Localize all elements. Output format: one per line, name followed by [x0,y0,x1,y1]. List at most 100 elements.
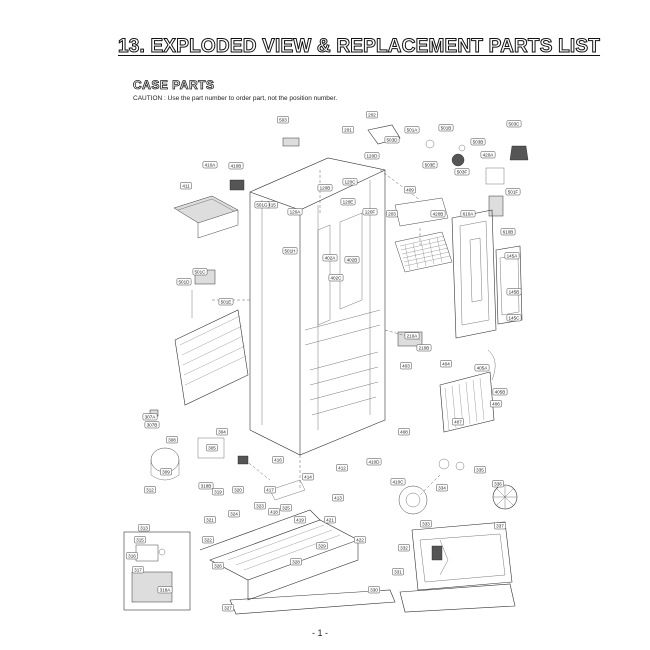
condenser-assembly [397,331,496,433]
compressor-assembly [149,409,249,481]
callout-label: 327 [224,606,232,611]
callout-box [287,208,303,216]
callout-box [452,418,464,426]
callout-box [328,274,344,282]
base-cover [199,479,396,615]
callout-box [364,152,380,160]
callout-label: 406 [492,402,500,407]
callout-box [490,400,502,408]
callout-label: 408 [400,430,408,435]
callout-box [294,516,306,524]
callout-label: 331 [394,570,402,575]
callout-label: 403 [402,364,410,369]
callout-label: 203 [388,212,396,217]
callout-box [392,568,404,576]
caution-note: CAUTION : Use the part number to order p… [133,95,338,102]
callout-label: 120F [365,210,376,215]
callout-label: 202 [368,113,376,118]
callout-label: 503E [425,163,436,168]
callout-box [368,586,380,594]
callout-label: 503 [279,118,287,123]
callout-label: 334 [438,486,446,491]
callout-label: 402B [347,258,358,263]
callout-box [344,256,360,264]
callout-box [290,558,302,566]
callout-box [404,186,416,194]
callout-label: 335 [476,468,484,473]
callout-label: 417 [266,488,274,493]
fan-motor [398,458,518,515]
callout-box [160,468,172,476]
callout-label: 610A [463,212,475,217]
callout-label: 501F [508,190,519,195]
callout-label: 414 [304,475,312,480]
top-cover-tray [173,195,239,239]
callout-label: 610B [503,230,514,235]
callout-label: 322 [204,538,212,543]
callout-label: 326 [214,564,222,569]
callout-box [342,178,358,186]
callout-box [254,201,270,209]
callout-box [336,464,348,472]
callout-label: 312 [146,488,154,493]
callout-box [206,444,218,452]
callout-label: 422 [356,538,364,543]
callout-box [505,188,521,196]
callout-label: 413 [334,496,342,501]
callout-box [180,182,192,190]
callout-box [504,252,520,260]
callout-box [506,120,522,128]
callout-label: 501C [195,270,207,275]
callout-label: 309 [162,470,170,475]
duct-panel [451,209,523,339]
callout-label: 328 [292,560,300,565]
callout-label: 411 [182,184,190,189]
callout-box [134,536,146,544]
callout-label: 330 [370,588,378,593]
callout-label: 501A [407,128,419,133]
callout-label: 404 [442,362,450,367]
callout-box [366,111,378,119]
callout-label: 120E [343,200,354,205]
callout-label: 201 [344,128,352,133]
callout-label: 329 [318,544,326,549]
callout-label: 409 [406,188,414,193]
callout-box [362,208,378,216]
callout-box [316,542,328,550]
callout-box [132,566,144,574]
callout-box [126,552,138,560]
callout-label: 304 [218,430,226,435]
callout-box [332,494,344,502]
callout-label: 503F [457,170,468,175]
callout-label: 323 [256,504,264,509]
callout-label: 120C [345,180,357,185]
callout-box [460,210,476,218]
callout-label: 419 [296,518,304,523]
callout-label: 320 [234,488,242,493]
callout-label: 410A [205,163,217,168]
callout-box [366,458,382,466]
callout-label: 145A [507,254,519,259]
callout-label: 402C [331,276,343,281]
callout-label: 317 [134,568,142,573]
callout-label: 145C [509,316,521,321]
callout-box [232,486,244,494]
callout-box [500,228,516,236]
callout-label: 501E [221,300,232,305]
callout-box [398,428,410,436]
callout-box [440,360,452,368]
callout-box [202,536,214,544]
callout-label: 501B [441,126,452,131]
callout-box [474,466,486,474]
callout-label: 307B [147,423,158,428]
callout-box [144,486,156,494]
callout-box [404,126,420,134]
callout-label: 210B [419,346,430,351]
callout-label: 313 [140,526,148,531]
callout-label: 405A [477,366,489,371]
callout-box [144,421,160,429]
callout-box [492,480,504,488]
